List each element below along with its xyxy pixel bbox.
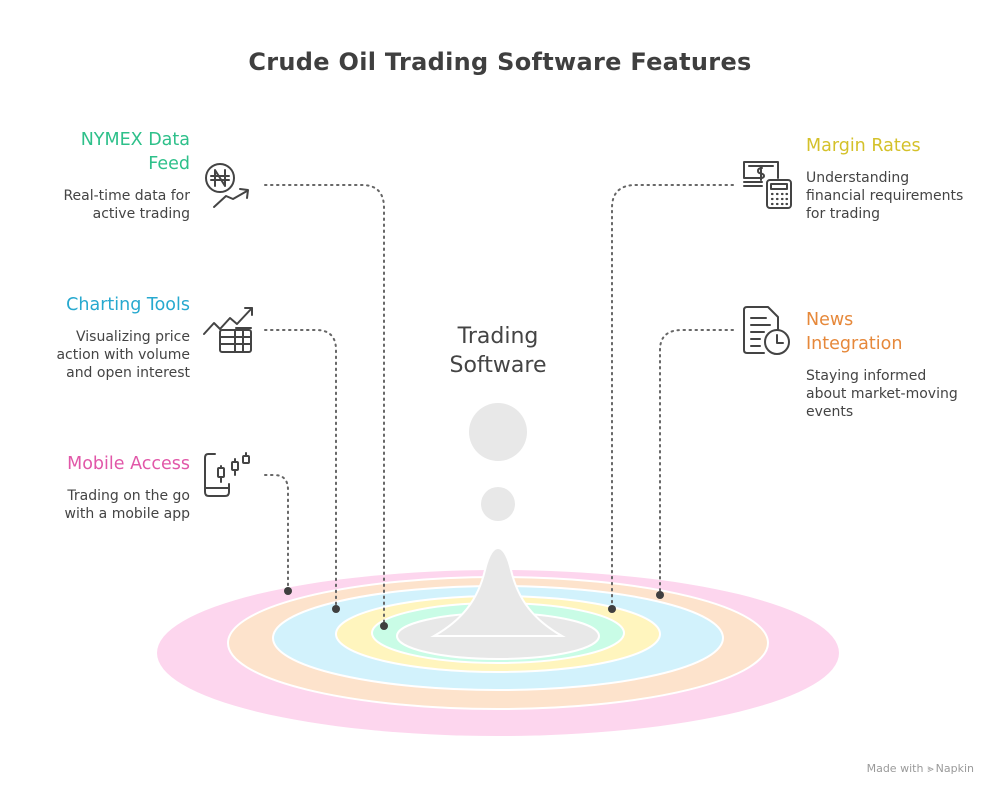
chart-table-icon <box>203 307 253 353</box>
feature-desc-margin: Understanding financial requirements for… <box>806 170 964 222</box>
document-clock-icon <box>743 306 790 355</box>
splash-spike <box>430 546 566 637</box>
cash-calculator-icon <box>743 161 792 209</box>
connector-news <box>659 329 734 596</box>
diagram-title: Crude Oil Trading Software Features <box>248 48 752 76</box>
anchor-dot-charting <box>332 605 340 613</box>
footer-attribution: Made with⪢Napkin <box>866 762 974 775</box>
feature-desc-mobile: Trading on the go with a mobile app <box>64 488 190 522</box>
feature-desc-charting: Visualizing price action with volume and… <box>56 329 190 381</box>
napkin-logo-icon: ⪢ <box>927 762 934 775</box>
feature-title-nymex: NYMEX Data Feed <box>80 130 190 174</box>
droplet-small <box>481 487 515 521</box>
naira-trend-icon <box>205 163 249 208</box>
feature-desc-news: Staying informed about market-moving eve… <box>806 368 958 420</box>
feature-title-charting: Charting Tools <box>66 295 190 315</box>
connector-mobile <box>264 474 289 592</box>
mobile-candlestick-icon <box>204 452 250 497</box>
connector-nymex <box>264 184 385 627</box>
feature-title-margin: Margin Rates <box>806 136 921 156</box>
feature-title-news: News Integration <box>806 310 903 354</box>
droplet-large <box>469 403 527 461</box>
center-label: Trading Software <box>449 324 547 378</box>
connector-charting <box>264 329 337 610</box>
feature-desc-nymex: Real-time data for active trading <box>63 188 190 222</box>
feature-title-mobile: Mobile Access <box>67 454 190 474</box>
anchor-dot-mobile <box>284 587 292 595</box>
anchor-dot-news <box>656 591 664 599</box>
anchor-dot-margin <box>608 605 616 613</box>
connector-margin <box>611 184 734 610</box>
anchor-dot-nymex <box>380 622 388 630</box>
